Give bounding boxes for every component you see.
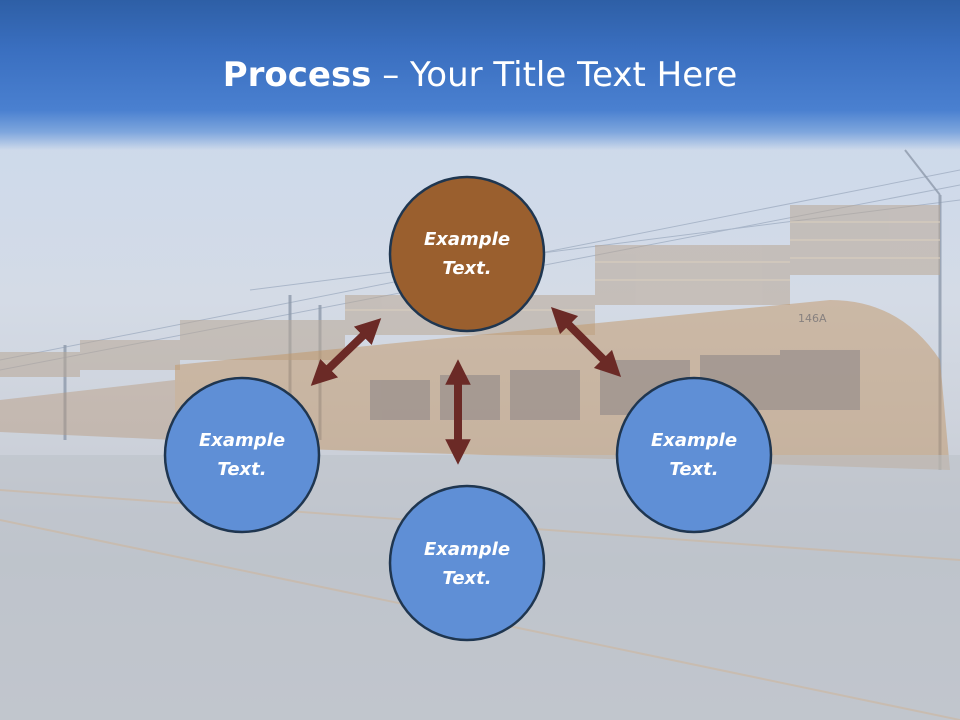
title-bold: Process xyxy=(222,55,372,95)
center-line2: Text. xyxy=(442,258,492,279)
right-line1: Example xyxy=(650,430,738,451)
circle-center xyxy=(388,175,546,333)
left-line2: Text. xyxy=(217,459,267,480)
circle-bottom xyxy=(388,484,546,642)
circle-left xyxy=(163,376,321,534)
left-line1: Example xyxy=(198,430,286,451)
slide-title: Process – Your Title Text Here xyxy=(0,50,960,100)
bottom-text: Example Text. xyxy=(392,535,542,593)
train-number-label: 146A xyxy=(798,312,827,325)
right-text: Example Text. xyxy=(619,426,769,484)
arrow-center-left xyxy=(310,318,382,386)
center-line1: Example xyxy=(423,229,511,250)
title-band xyxy=(0,0,960,150)
left-text: Example Text. xyxy=(167,426,317,484)
right-line2: Text. xyxy=(669,459,719,480)
circle-right xyxy=(615,376,773,534)
arrow-center-right xyxy=(550,306,622,378)
bottom-line1: Example xyxy=(423,539,511,560)
title-rest: – Your Title Text Here xyxy=(371,55,738,95)
center-text: Example Text. xyxy=(392,225,542,283)
bottom-line2: Text. xyxy=(442,568,492,589)
